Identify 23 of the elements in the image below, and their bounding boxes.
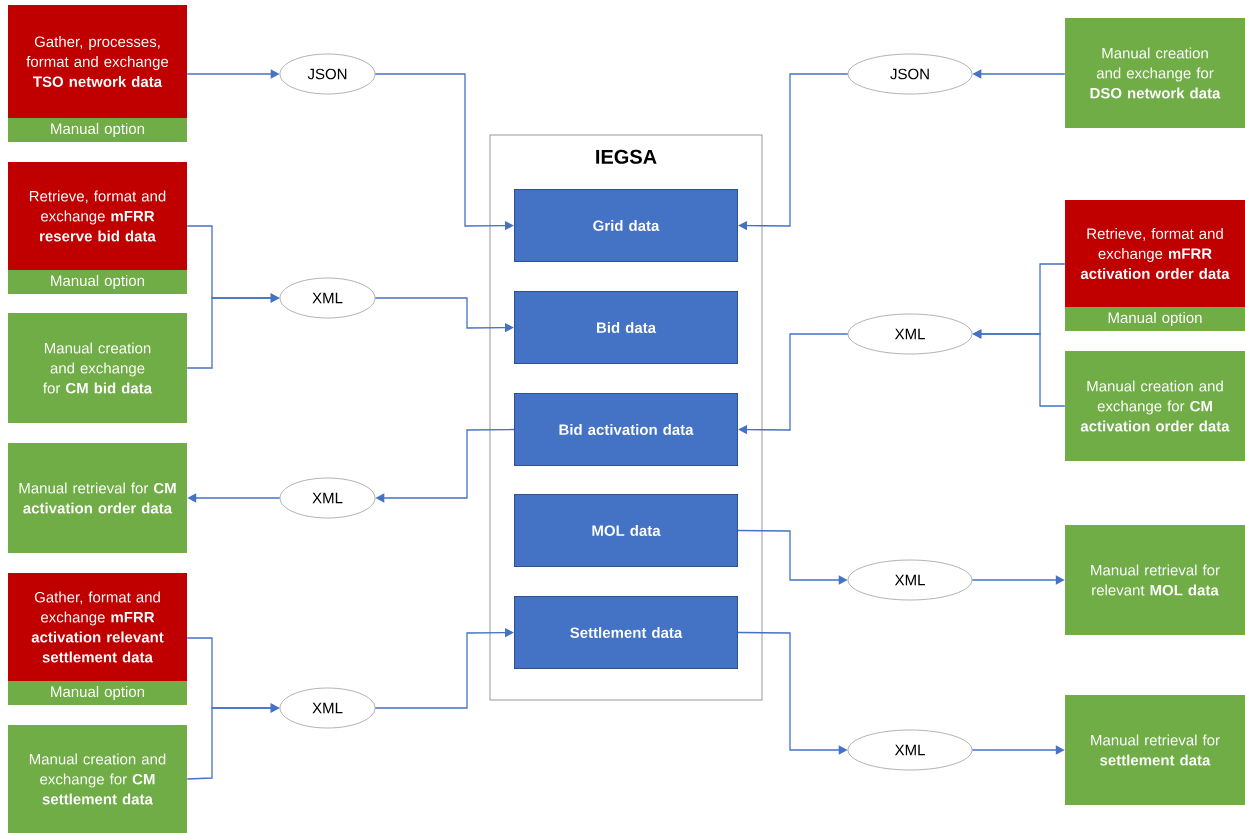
process-box: Manual retrieval for CM activation order data [8,443,187,553]
process-box: Manual creation and exchange for CM settlement data [8,725,187,833]
manual-option-band: Manual option [1065,307,1245,331]
process-box: Manual creation and exchange for CM bid data [8,313,187,423]
manual-option-band: Manual option [8,118,187,142]
process-box: Gather, format and exchange mFRR activation relevant settlement data [8,573,187,681]
manual-option-band: Manual option [8,681,187,705]
arrow [738,333,849,435]
process-box: Manual retrieval for settlement data [1065,695,1245,805]
data-box: MOL data [514,494,738,567]
process-box: Manual retrieval for relevant MOL data [1065,525,1245,635]
process-box: Gather, processes, format and exchange TSO network data [8,5,187,118]
data-box: Settlement data [514,596,738,669]
data-box: Grid data [514,189,738,262]
process-box: Manual creation and exchange for CM activation order data [1065,351,1245,461]
process-box: Retrieve, format and exchange mFRR activation order data [1065,200,1245,307]
process-box: Retrieve, format and exchange mFRR reserve bid data [8,162,187,270]
manual-option-band: Manual option [8,270,187,294]
process-box: Manual creation and exchange for DSO network data [1065,18,1245,128]
arrow [738,73,849,231]
data-box: Bid activation data [514,393,738,466]
arrow [374,627,514,709]
data-box: Bid data [514,291,738,364]
